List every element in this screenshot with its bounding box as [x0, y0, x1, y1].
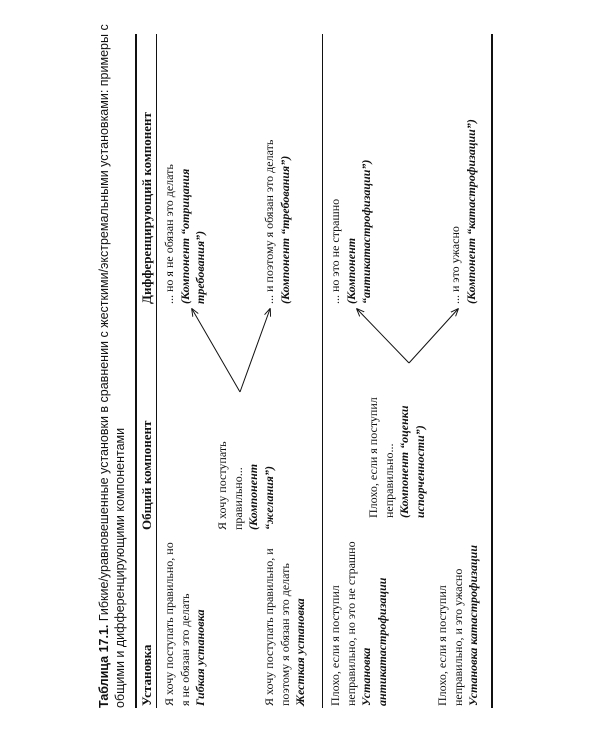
arrow-to-demand	[239, 309, 270, 393]
arrow-to-anti-awfulizing	[357, 309, 410, 364]
arrow-to-awfulizing	[408, 309, 458, 364]
arrow-to-demand-negation	[192, 309, 241, 393]
